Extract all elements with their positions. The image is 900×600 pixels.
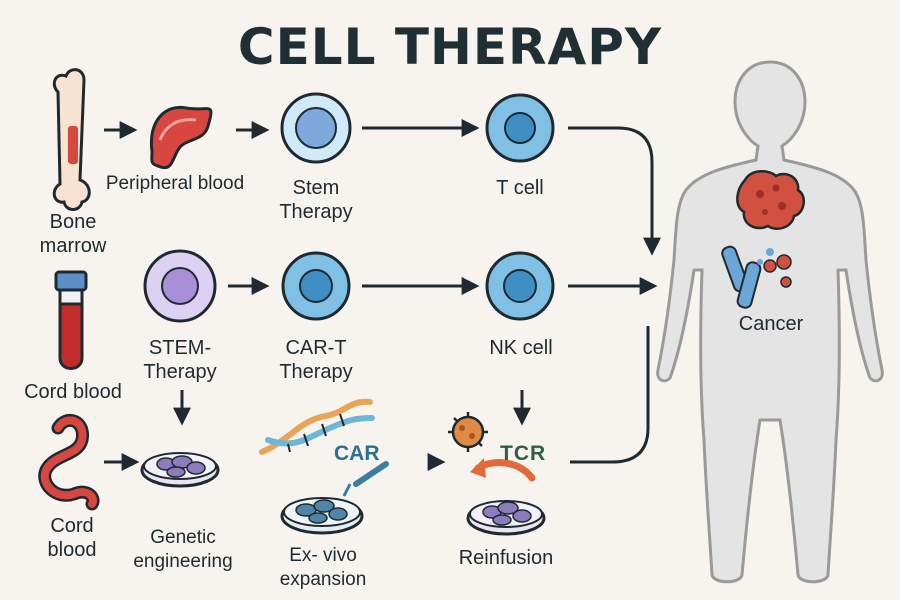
label-cancer: Cancer: [738, 313, 804, 335]
pipette-icon: [342, 461, 389, 497]
dna-helix-icon: [259, 398, 375, 455]
label-car-t-therapy: CAR-T Therapy: [279, 337, 353, 383]
bone-icon: [52, 68, 91, 211]
umbilical-cord-icon: [38, 413, 100, 511]
blood-tube-icon: [54, 270, 88, 370]
label-car: CAR: [334, 442, 380, 465]
stem-therapy-cell-icon: [143, 249, 217, 323]
diagram-title: CELL THERAPY: [237, 18, 663, 76]
label-peripheral-blood: Peripheral blood: [105, 173, 245, 194]
label-cord-blood: Cord blood: [47, 515, 97, 561]
label-nk-cell: NK cell: [489, 337, 553, 359]
car-t-cell-icon: [281, 251, 351, 321]
petri-dish-genetic-icon: [140, 452, 220, 488]
stem-cell-icon: [280, 92, 352, 164]
label-ex-vivo-expansion: Ex- vivo expansion: [279, 545, 367, 590]
petri-dish-reinfusion-icon: [466, 500, 546, 536]
t-cell-attack-icon: [721, 245, 792, 309]
label-stem-therapy: Stem Therapy: [279, 177, 353, 223]
label-reinfusion: Reinfusion: [458, 547, 554, 569]
label-t-cell: T cell: [496, 177, 544, 199]
human-body-icon: [656, 60, 884, 584]
blood-vessel-icon: [149, 105, 213, 169]
label-genetic-engineering: Genetic engineering: [133, 527, 233, 572]
virus-icon: [448, 412, 488, 452]
flow-arrows: [104, 119, 661, 471]
petri-dish-expansion-icon: [280, 497, 364, 535]
nk-cell-icon: [485, 251, 555, 321]
tumor-icon: [736, 170, 806, 230]
t-cell-icon: [485, 93, 555, 163]
label-tcr: TCR: [500, 442, 547, 465]
label-stem-dash-therapy: STEM- Therapy: [143, 337, 217, 383]
label-bone-marrow: Bone marrow: [39, 211, 107, 257]
label-cord-blood-tube: Cord blood: [24, 381, 122, 403]
